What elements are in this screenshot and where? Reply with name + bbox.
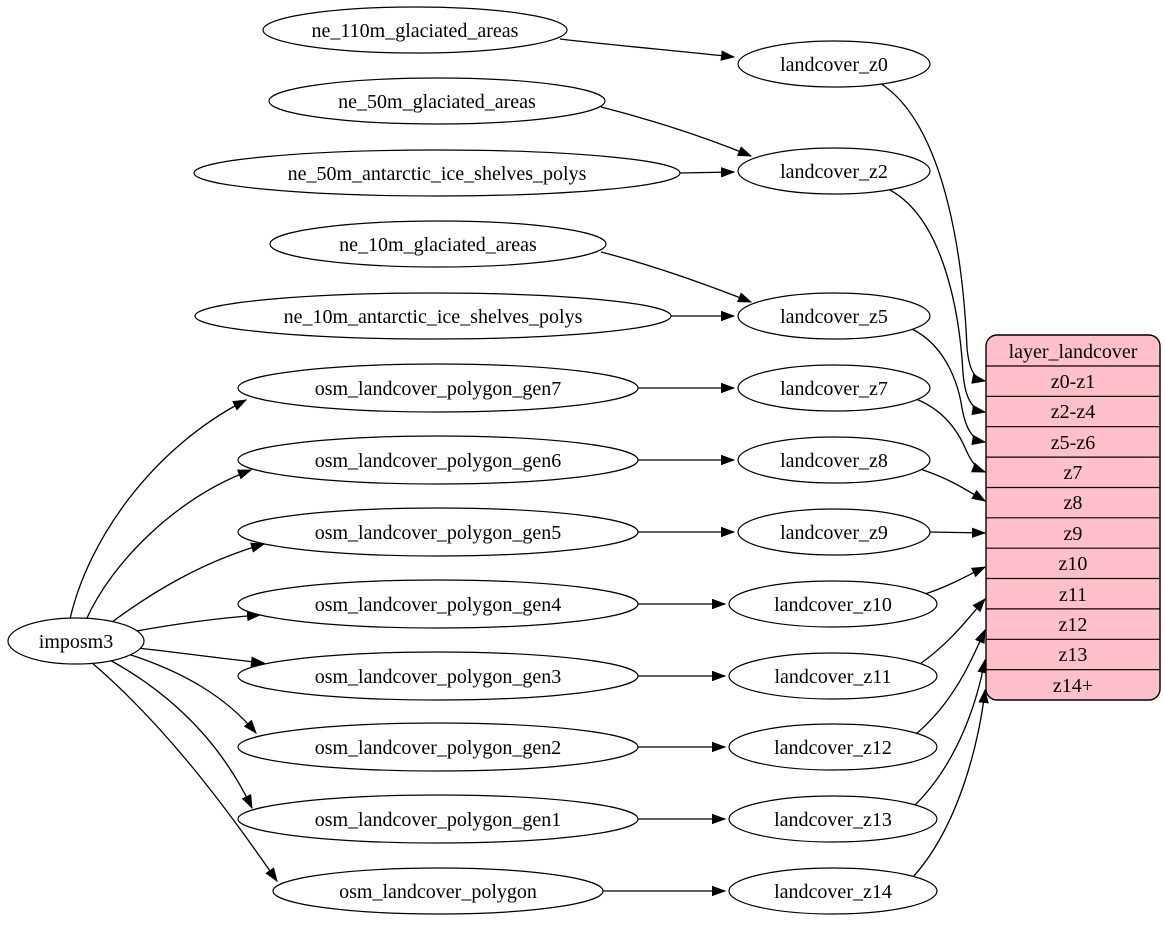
edge-imposm3-to-osm-landcover-polygon-gen5 (107, 542, 266, 626)
node-osm-landcover-polygon-gen7: osm_landcover_polygon_gen7 (237, 363, 639, 413)
node-label: landcover_z13 (774, 809, 892, 831)
edge-imposm3-to-osm-landcover-polygon-gen4 (130, 610, 262, 633)
node-label: ne_50m_antarctic_ice_shelves_polys (288, 163, 587, 185)
edge-landcover-z2-to-row-z2-z4 (887, 188, 987, 416)
node-label: landcover_z2 (780, 161, 888, 183)
node-ne-50m-antarctic-ice-shelves-polys: ne_50m_antarctic_ice_shelves_polys (193, 149, 681, 197)
node-label: landcover_z11 (775, 666, 892, 688)
node-label: landcover_z9 (780, 522, 888, 544)
layer-table-row-z5-z6: z5-z6 (1051, 432, 1095, 454)
node-osm-landcover-polygon-gen4: osm_landcover_polygon_gen4 (237, 579, 639, 629)
edge-imposm3-to-osm-landcover-polygon-gen3 (137, 647, 266, 667)
node-label: osm_landcover_polygon_gen3 (315, 666, 562, 688)
edge-imposm3-to-osm-landcover-polygon-gen1 (107, 658, 253, 810)
edge-imposm3-to-osm-landcover-polygon (90, 661, 278, 883)
edge-ne-110m-glaciated-areas-to-landcover-z0 (559, 38, 736, 61)
node-label: ne_10m_glaciated_areas (339, 234, 537, 256)
node-landcover-z13: landcover_z13 (728, 795, 938, 843)
edge-ne-50m-glaciated-areas-to-landcover-z2 (600, 106, 753, 157)
node-landcover-z14: landcover_z14 (728, 867, 938, 915)
layer-table-row-z14plus: z14+ (1053, 675, 1093, 697)
node-label: osm_landcover_polygon_gen4 (315, 594, 562, 616)
node-landcover-z0: landcover_z0 (737, 40, 931, 88)
node-landcover-z12: landcover_z12 (728, 723, 938, 771)
edge-landcover-z9-to-row-z9 (929, 527, 987, 538)
layer-table-row-z10: z10 (1059, 553, 1088, 575)
layer-table-row-z13: z13 (1059, 644, 1088, 666)
layer-table-row-z0-z1: z0-z1 (1051, 371, 1095, 393)
node-landcover-z11: landcover_z11 (728, 652, 938, 700)
edge-landcover-z14-to-row-z14plus (911, 688, 989, 879)
layer-table-row-z11: z11 (1059, 584, 1087, 606)
node-landcover-z5: landcover_z5 (737, 292, 931, 340)
node-ne-50m-glaciated-areas: ne_50m_glaciated_areas (268, 77, 606, 125)
node-label: osm_landcover_polygon_gen1 (315, 809, 562, 831)
edge-landcover-z10-to-row-z10 (924, 566, 987, 595)
node-osm-landcover-polygon-gen6: osm_landcover_polygon_gen6 (237, 435, 639, 485)
node-label: landcover_z8 (780, 450, 888, 472)
node-label: landcover_z12 (774, 737, 892, 759)
node-label: landcover_z0 (780, 54, 888, 76)
node-label: ne_110m_glaciated_areas (312, 20, 519, 42)
edge-landcover-z0-to-row-z0-z1 (879, 82, 987, 384)
node-landcover-z8: landcover_z8 (737, 436, 931, 484)
node-label: osm_landcover_polygon (339, 881, 537, 903)
edge-landcover-z8-to-row-z8 (919, 468, 987, 502)
layer-table-row-z9: z9 (1064, 523, 1083, 545)
layer-table-row-z8: z8 (1064, 492, 1083, 514)
node-osm-landcover-polygon: osm_landcover_polygon (272, 867, 604, 915)
node-osm-landcover-polygon-gen3: osm_landcover_polygon_gen3 (237, 651, 639, 701)
edge-imposm3-to-osm-landcover-polygon-gen6 (85, 469, 253, 621)
source-nodes-layer: ne_110m_glaciated_areas ne_50m_glaciated… (7, 6, 681, 915)
edge-landcover-z7-to-row-z7 (915, 398, 987, 473)
node-label: osm_landcover_polygon_gen2 (315, 737, 562, 759)
edge-ne-50m-antarctic-ice-shelves-polys-to-landcover-z2 (679, 167, 736, 178)
node-label: ne_50m_glaciated_areas (338, 91, 536, 113)
node-osm-landcover-polygon-gen5: osm_landcover_polygon_gen5 (237, 507, 639, 557)
node-ne-10m-antarctic-ice-shelves-polys: ne_10m_antarctic_ice_shelves_polys (194, 292, 672, 340)
node-imposm3: imposm3 (7, 617, 145, 665)
edges-layer (69, 38, 989, 897)
node-label: osm_landcover_polygon_gen5 (315, 522, 562, 544)
node-label: landcover_z10 (774, 594, 892, 616)
node-label: landcover_z5 (780, 306, 888, 328)
node-label: osm_landcover_polygon_gen6 (315, 450, 562, 472)
node-layer-landcover-table: layer_landcover z0-z1 z2-z4 z5-z6 z7 z8 … (985, 334, 1161, 701)
layer-table-title: layer_landcover (1009, 341, 1138, 363)
node-osm-landcover-polygon-gen1: osm_landcover_polygon_gen1 (237, 794, 639, 844)
stage-nodes-layer: landcover_z0 landcover_z2 landcover_z5 l… (728, 40, 938, 915)
edge-ne-10m-glaciated-areas-to-landcover-z5 (600, 251, 753, 303)
node-ne-110m-glaciated-areas: ne_110m_glaciated_areas (262, 6, 568, 54)
edge-imposm3-to-osm-landcover-polygon-gen2 (127, 653, 257, 734)
node-label: landcover_z14 (774, 881, 892, 903)
edge-imposm3-to-osm-landcover-polygon-gen7 (69, 399, 248, 620)
edge-landcover-z5-to-row-z5-z6 (911, 328, 987, 445)
node-ne-10m-glaciated-areas: ne_10m_glaciated_areas (269, 220, 607, 268)
edge-landcover-z11-to-row-z11 (919, 598, 986, 665)
layer-table-row-z2-z4: z2-z4 (1051, 401, 1095, 423)
layer-table-row-z7: z7 (1064, 462, 1083, 484)
node-label: ne_10m_antarctic_ice_shelves_polys (284, 306, 583, 328)
node-label: landcover_z7 (780, 378, 888, 400)
node-landcover-z7: landcover_z7 (737, 364, 931, 412)
layer-table-row-z12: z12 (1059, 614, 1088, 636)
edge-landcover-z13-to-row-z13 (913, 658, 988, 807)
node-label: imposm3 (39, 631, 113, 653)
node-label: osm_landcover_polygon_gen7 (315, 378, 562, 400)
node-landcover-z9: landcover_z9 (737, 508, 931, 556)
edge-landcover-z12-to-row-z12 (915, 628, 986, 735)
node-landcover-z2: landcover_z2 (737, 147, 931, 195)
node-osm-landcover-polygon-gen2: osm_landcover_polygon_gen2 (237, 722, 639, 772)
node-landcover-z10: landcover_z10 (728, 580, 938, 628)
